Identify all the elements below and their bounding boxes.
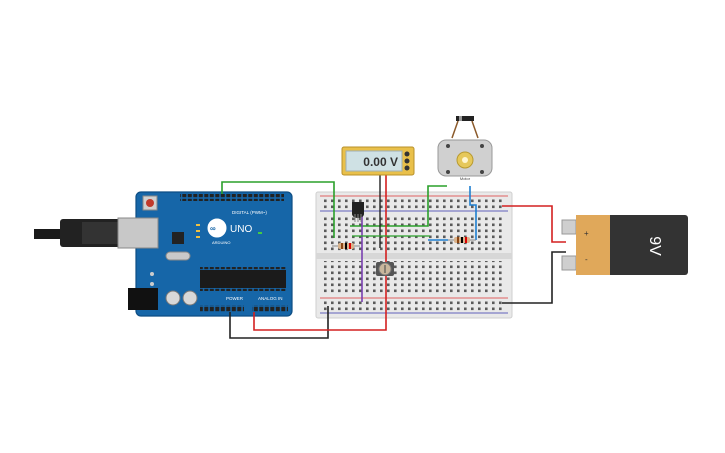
arduino-logo-icon [206, 217, 228, 239]
wire-black-battery[interactable] [502, 251, 566, 304]
dc-motor[interactable]: Motor [437, 116, 493, 181]
usb-chip [172, 232, 184, 244]
power-header [200, 305, 244, 312]
battery-label: 9V [646, 236, 663, 256]
motor-label: Motor [460, 176, 471, 181]
power-jack [128, 288, 158, 310]
9v-battery[interactable]: + - 9V [561, 215, 688, 275]
digital-label: DIGITAL (PWM~) [232, 210, 267, 215]
analog-label: ANALOG IN [258, 296, 283, 301]
wire-green-motor[interactable] [350, 185, 447, 227]
resistor-2[interactable] [448, 237, 476, 243]
power-label: POWER [226, 296, 244, 301]
battery-minus: - [585, 255, 588, 264]
wire-black-gnd[interactable] [229, 306, 329, 339]
board-brand: ARDUINO [212, 240, 230, 245]
svg-text:∞: ∞ [210, 224, 216, 233]
battery-plus: + [584, 229, 589, 238]
multimeter[interactable]: 0.00 V [341, 146, 415, 176]
led-indicator [196, 224, 200, 226]
wire-blue-motor[interactable] [469, 186, 477, 240]
wire-red-5v[interactable] [253, 172, 387, 331]
digital-header [180, 194, 284, 201]
wire-green-digital[interactable] [221, 181, 335, 238]
analog-header [252, 305, 288, 312]
potentiometer[interactable] [376, 262, 394, 276]
multimeter-display [345, 150, 403, 172]
multimeter-reading: 0.00 V [363, 155, 398, 169]
crystal [165, 251, 191, 261]
atmega-chip [200, 270, 286, 288]
breadboard[interactable] [315, 191, 513, 319]
board-model: UNO [230, 224, 252, 235]
resistor-1[interactable] [332, 243, 360, 249]
wire-red-battery[interactable] [502, 205, 566, 243]
usb-cable [34, 229, 84, 239]
capacitor [165, 290, 181, 306]
arduino-uno-board[interactable]: DIGITAL (PWM~) ∞ UNO ARDUINO POWER ANALO… [34, 191, 293, 317]
usb-port [117, 217, 159, 249]
transistor[interactable] [352, 202, 364, 222]
